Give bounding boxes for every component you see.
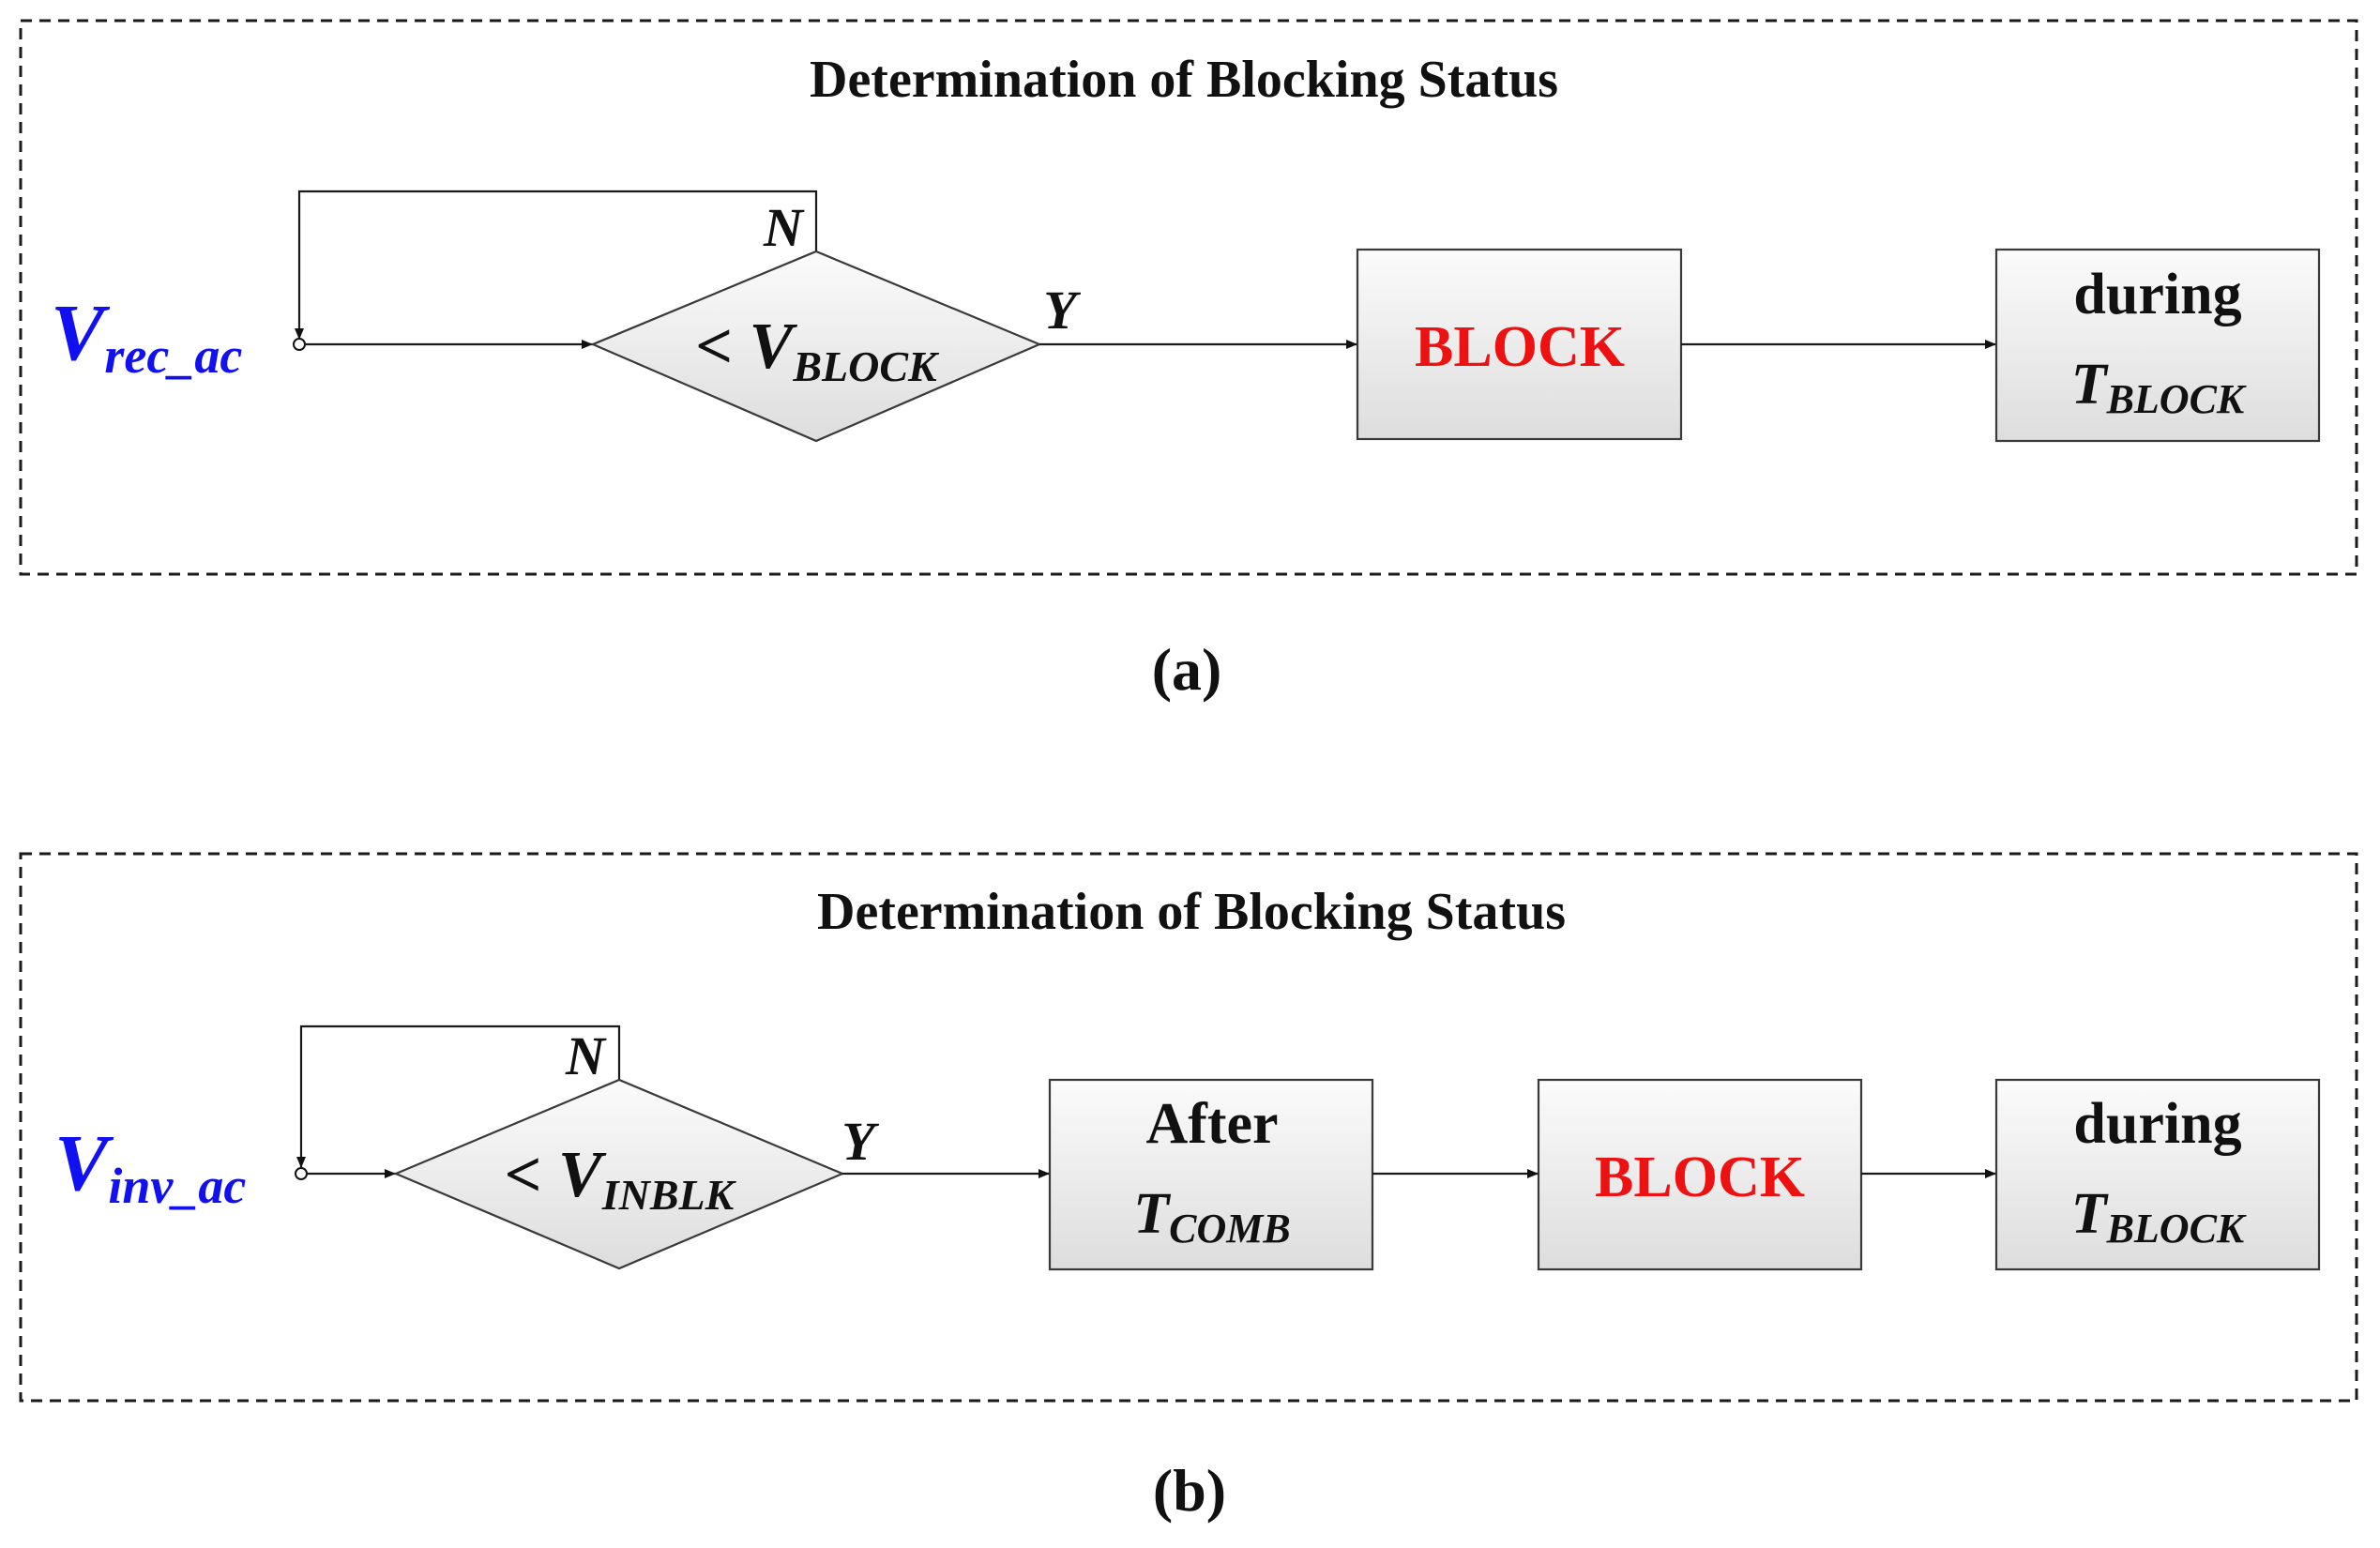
panel-b-feedback-loop [296, 1024, 621, 1168]
panel-a-input-variable: Vrec_ac [51, 287, 242, 384]
panel-b-duration-subscript: BLOCK [2106, 1206, 2247, 1252]
panel-b-input-subscript: inv_ac [108, 1158, 246, 1214]
panel-a-block-box [1356, 248, 1683, 441]
panel-b-block-box [1537, 1078, 1863, 1271]
panel-a-feedback-loop [295, 190, 818, 340]
panel-a-title: Determination of Blocking Status [810, 51, 1558, 109]
panel-a-condition-prefix: < V [695, 311, 797, 383]
panel-b-input-variable: Vinv_ac [54, 1117, 246, 1214]
panel-a-input-terminal [293, 338, 306, 351]
panel-b-delay-subscript: COMB [1169, 1206, 1291, 1252]
panel-b-duration-box [1994, 1078, 2321, 1271]
panel-b-duration-line2: TBLOCK [2071, 1182, 2247, 1252]
panel-a-input-main: V [51, 287, 111, 377]
panel-b-duration-line1: during [2073, 1092, 2241, 1156]
panel-b-frame [19, 852, 2358, 1403]
panel-b-title: Determination of Blocking Status [817, 883, 1566, 941]
panel-a-duration-line2: TBLOCK [2071, 353, 2247, 422]
panel-a-yes-label: Y [1043, 280, 1081, 341]
panel-b-yes-label: Y [841, 1111, 879, 1172]
panel-a-condition-subscript: BLOCK [792, 342, 940, 390]
panel-b-input-main: V [54, 1117, 114, 1207]
panel-a-duration-box [1994, 248, 2321, 443]
panel-b-condition-subscript: INBLK [601, 1171, 737, 1219]
panel-a-input-subscript: rec_ac [104, 327, 242, 384]
panel-a-block-label: BLOCK [1415, 315, 1625, 379]
panel-a-duration-line1: during [2073, 263, 2241, 326]
panel-b-caption: (b) [1153, 1457, 1226, 1524]
panel-a-duration-subscript: BLOCK [2106, 376, 2247, 422]
panel-b: Determination of Blocking Status Vinv_ac… [19, 852, 2358, 1524]
panel-a-no-label: N [763, 197, 805, 258]
panel-b-input-terminal [295, 1167, 308, 1180]
panel-a-condition-label: < VBLOCK [695, 311, 940, 390]
panel-b-no-label: N [565, 1025, 607, 1086]
panel-b-delay-line2: TCOMB [1133, 1182, 1290, 1252]
panel-b-delay-box [1048, 1078, 1374, 1271]
panel-b-block-label: BLOCK [1595, 1146, 1805, 1209]
panel-b-duration-main: T [2071, 1182, 2109, 1246]
panel-b-delay-main: T [1133, 1182, 1171, 1246]
panel-b-condition-prefix: < V [505, 1139, 607, 1211]
panel-b-delay-line1: After [1145, 1092, 1278, 1156]
panel-a-duration-main: T [2071, 353, 2109, 417]
panel-a: Determination of Blocking Status Vrec_ac… [19, 19, 2358, 703]
panel-a-frame [19, 19, 2358, 576]
panel-b-condition-label: < VINBLK [505, 1139, 737, 1219]
panel-a-caption: (a) [1152, 636, 1222, 703]
